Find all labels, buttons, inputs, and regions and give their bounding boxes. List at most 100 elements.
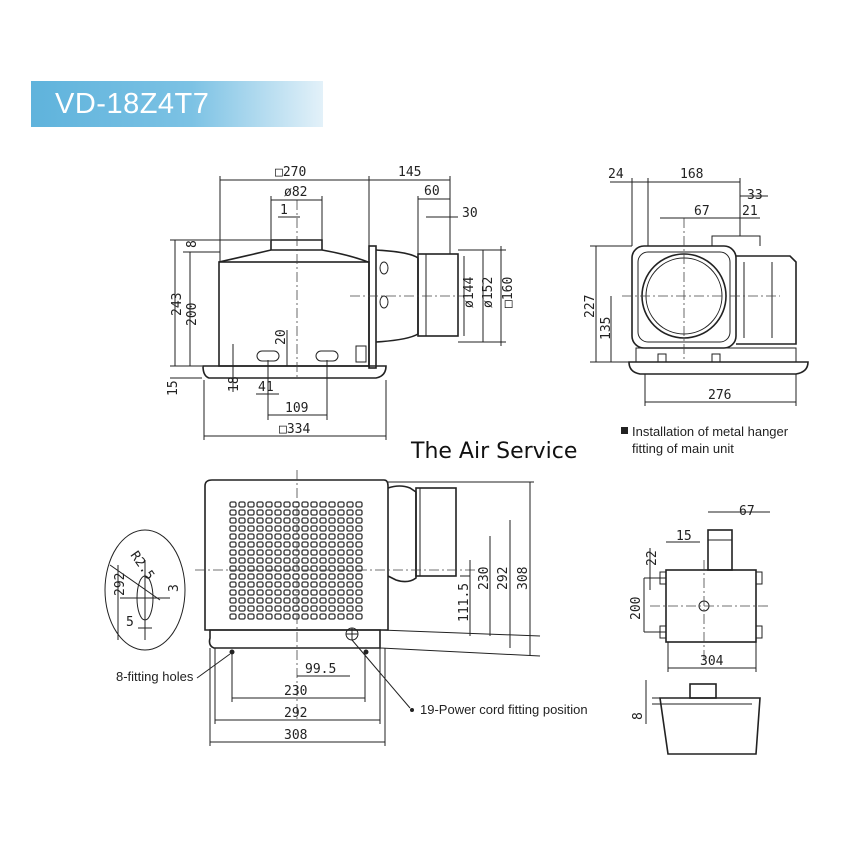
dim-41: 41	[258, 380, 274, 395]
grille-slot	[346, 605, 354, 612]
dim-111-5: 111.5	[457, 583, 472, 622]
grille-slot	[265, 533, 273, 540]
grille-slot	[292, 613, 300, 620]
grille-slot	[256, 525, 264, 532]
grille-slot	[337, 581, 345, 588]
grille-slot	[328, 549, 336, 556]
grille-slot	[319, 605, 327, 612]
grille-slot	[229, 565, 237, 572]
grille-slot	[328, 613, 336, 620]
grille-slot	[319, 613, 327, 620]
grille-slot	[319, 549, 327, 556]
grille-slot	[346, 541, 354, 548]
grille-slot	[283, 541, 291, 548]
watermark-text: The Air Service	[410, 439, 577, 464]
dim-144: ø144	[462, 277, 477, 308]
grille-slot	[256, 613, 264, 620]
plan-view: R2.5 292 3 5 111.5 230 292 308 99.5 230 …	[104, 470, 588, 746]
grille-slot	[319, 573, 327, 580]
grille-slot	[319, 501, 327, 508]
grille-slot	[274, 517, 282, 524]
grille-slot	[283, 517, 291, 524]
grille-slot	[247, 597, 255, 604]
grille-slot	[292, 589, 300, 596]
dim-22: 22	[645, 550, 660, 566]
grille-slot	[274, 581, 282, 588]
grille-slot	[328, 605, 336, 612]
grille-slot	[346, 565, 354, 572]
grille-slot	[337, 565, 345, 572]
grille-slot	[337, 533, 345, 540]
grille-slot	[319, 509, 327, 516]
grille-slot	[337, 605, 345, 612]
grille-slot	[283, 605, 291, 612]
dim-15-hanger: 15	[676, 529, 692, 544]
grille-slot	[274, 557, 282, 564]
grille-slot	[238, 525, 246, 532]
grille-slot	[310, 565, 318, 572]
grille-slot	[301, 573, 309, 580]
grille-slot	[328, 589, 336, 596]
grille-slot	[337, 525, 345, 532]
grille-slot	[337, 517, 345, 524]
grille-slot	[328, 565, 336, 572]
dim-60: 60	[424, 184, 440, 199]
grille-slot	[256, 549, 264, 556]
grille-slot	[328, 573, 336, 580]
grille-slot	[238, 597, 246, 604]
grille-pattern	[229, 501, 363, 620]
grille-slot	[229, 517, 237, 524]
grille-slot	[229, 605, 237, 612]
grille-slot	[274, 613, 282, 620]
grille-slot	[310, 557, 318, 564]
grille-slot	[265, 605, 273, 612]
grille-slot	[346, 557, 354, 564]
grille-slot	[337, 541, 345, 548]
grille-slot	[229, 613, 237, 620]
grille-slot	[229, 541, 237, 548]
dim-304: 304	[700, 654, 724, 669]
grille-slot	[301, 605, 309, 612]
dim-168: 168	[680, 167, 703, 182]
grille-slot	[247, 573, 255, 580]
grille-slot	[310, 573, 318, 580]
grille-slot	[238, 613, 246, 620]
grille-slot	[247, 549, 255, 556]
grille-slot	[274, 549, 282, 556]
grille-slot	[355, 509, 363, 516]
grille-slot	[256, 565, 264, 572]
dim-82: ø82	[284, 185, 307, 200]
side-view: 24 168 33 67 21 227 135 276 Installation…	[583, 167, 809, 456]
grille-slot	[238, 581, 246, 588]
grille-slot	[274, 541, 282, 548]
dim-r25: R2.5	[127, 549, 157, 583]
grille-slot	[292, 501, 300, 508]
power-cord-label: 19-Power cord fitting position	[420, 702, 588, 717]
grille-slot	[328, 533, 336, 540]
grille-slot	[247, 605, 255, 612]
grille-slot	[292, 557, 300, 564]
grille-slot	[337, 597, 345, 604]
grille-slot	[301, 613, 309, 620]
grille-slot	[283, 573, 291, 580]
grille-slot	[283, 501, 291, 508]
dim-109: 109	[285, 401, 308, 416]
dim-30: 30	[462, 206, 478, 221]
grille-slot	[238, 549, 246, 556]
grille-slot	[346, 533, 354, 540]
grille-slot	[319, 517, 327, 524]
grille-slot	[229, 501, 237, 508]
grille-slot	[310, 533, 318, 540]
grille-slot	[319, 533, 327, 540]
grille-slot	[328, 557, 336, 564]
grille-slot	[301, 565, 309, 572]
grille-slot	[274, 597, 282, 604]
grille-slot	[238, 565, 246, 572]
grille-slot	[265, 597, 273, 604]
grille-slot	[346, 509, 354, 516]
grille-slot	[283, 549, 291, 556]
grille-slot	[247, 541, 255, 548]
dim-21: 21	[742, 204, 758, 219]
dim-135: 135	[599, 317, 614, 340]
dim-18: 18	[227, 376, 242, 392]
